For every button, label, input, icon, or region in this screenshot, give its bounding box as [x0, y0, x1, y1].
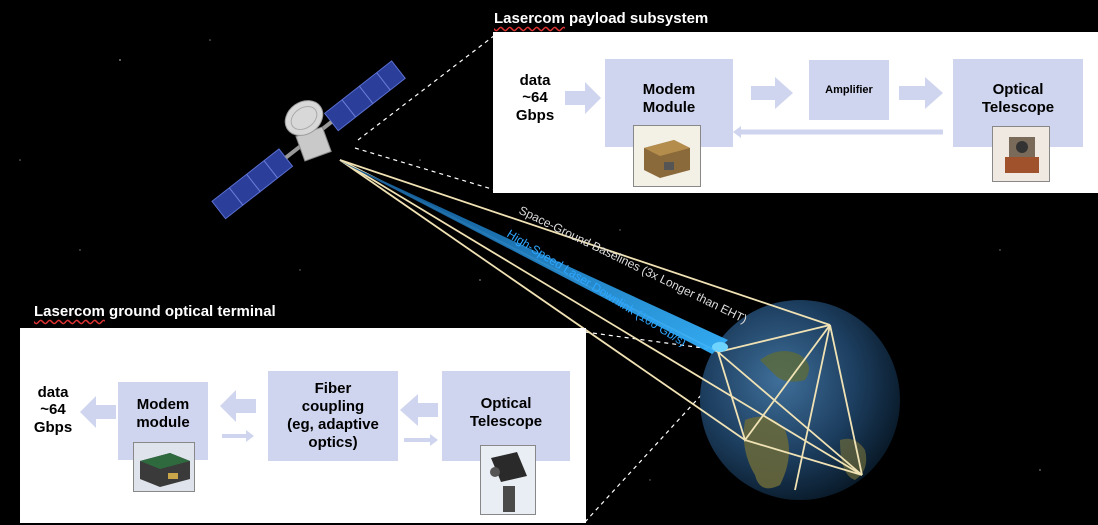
ground-fiber-label: Fiber coupling (eg, adaptive optics)	[287, 380, 379, 451]
payload-input-label: data ~64 Gbps	[515, 72, 555, 124]
payload-panel: data ~64 Gbps Modem Module Amplifier Opt…	[493, 32, 1098, 193]
ground-title: Lasercom ground optical terminal	[34, 303, 276, 320]
ground-output-arrow	[80, 396, 116, 428]
ground-fiber-to-telescope-arrow	[404, 434, 438, 446]
ground-modem-photo	[133, 442, 195, 492]
ground-telescope-to-fiber-arrow	[400, 394, 438, 426]
payload-input-arrow	[565, 82, 601, 114]
payload-title: Lasercom payload subsystem	[494, 10, 708, 27]
ground-fiber-to-modem-arrow	[220, 390, 256, 422]
payload-title-underlined: Lasercom	[494, 10, 565, 27]
ground-modem-label: Modem module	[136, 396, 190, 431]
payload-telescope-label: Optical Telescope	[981, 81, 1055, 116]
payload-amplifier-label: Amplifier	[825, 84, 873, 96]
ground-panel: data ~64 Gbps Modem module Fiber couplin…	[20, 328, 586, 523]
ground-output-label: data ~64 Gbps	[33, 384, 73, 436]
modem-module-photo	[633, 125, 701, 187]
ground-title-rest: ground optical terminal	[104, 303, 276, 320]
satellite-icon	[211, 60, 406, 220]
payload-modem-to-amp-arrow	[751, 77, 793, 109]
ground-fiber-box: Fiber coupling (eg, adaptive optics)	[268, 371, 398, 461]
ground-telescope-label: Optical Telescope	[469, 395, 543, 430]
payload-feedback-arrow	[733, 126, 943, 138]
payload-title-rest: payload subsystem	[564, 10, 709, 27]
ground-modem-to-fiber-arrow	[222, 430, 254, 442]
optical-telescope-photo	[992, 126, 1050, 182]
payload-amp-to-telescope-arrow	[899, 77, 943, 109]
ground-title-underlined: Lasercom	[34, 303, 105, 320]
laser-downlink-beam	[338, 160, 728, 354]
ground-telescope-photo	[480, 445, 536, 515]
payload-amplifier-box: Amplifier	[809, 60, 889, 120]
earth-globe-icon	[700, 300, 900, 500]
payload-modem-label: Modem Module	[642, 81, 696, 116]
